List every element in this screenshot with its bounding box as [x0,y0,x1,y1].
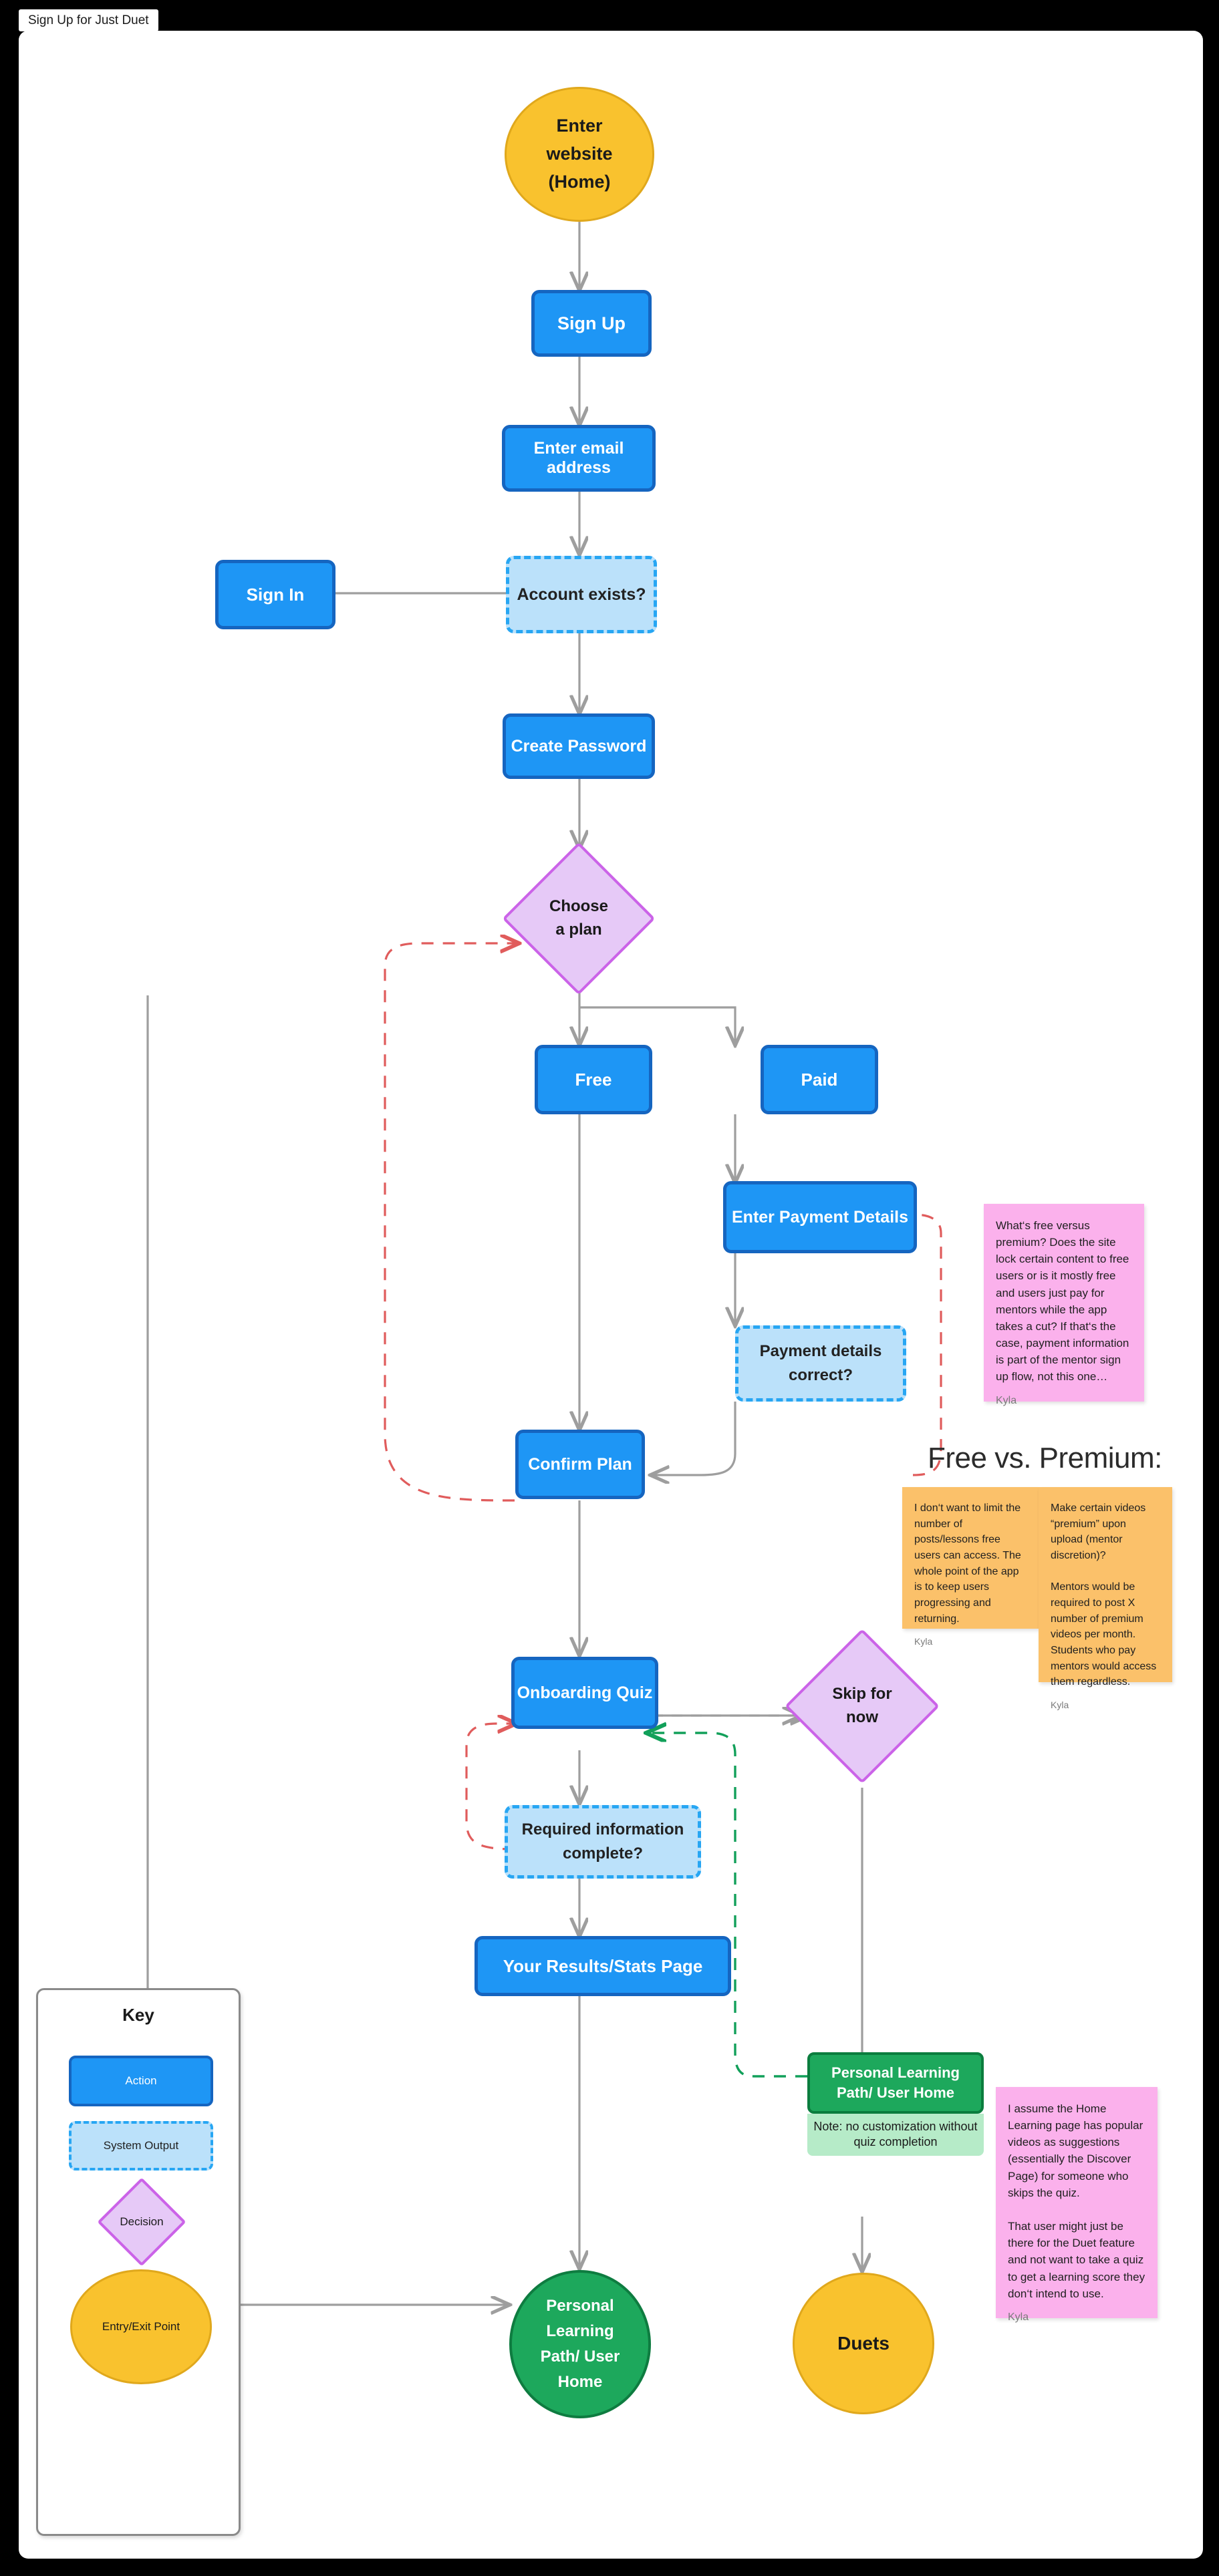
sticky-note-author: Kyla [1051,1700,1069,1711]
sticky-note-body: I assume the Home Learning page has popu… [1008,2102,1145,2300]
node-sign-in[interactable]: Sign In [215,560,335,629]
sticky-note-free-limits[interactable]: I don‘t want to limit the number of post… [902,1487,1039,1647]
legend-item-entry-exit-point-label: Entry/Exit Point [102,2320,180,2333]
connector-layer [146,220,942,2559]
node-plp-terminal[interactable]: Personal Learning Path/ User Home [509,2270,651,2418]
node-choose-a-plan-label: Choose a plan [549,897,608,939]
node-payment-details-correct[interactable]: Payment details correct? [735,1325,906,1402]
node-sign-up[interactable]: Sign Up [531,290,652,357]
sticky-note-body: I don‘t want to limit the number of post… [914,1502,1025,1625]
node-free[interactable]: Free [535,1045,652,1114]
sticky-note-body: Make certain videos “premium” upon uploa… [1051,1502,1157,1688]
sticky-note-author: Kyla [914,1636,933,1647]
sticky-note-premium-videos[interactable]: Make certain videos “premium” upon uploa… [1039,1487,1172,1710]
node-confirm-plan[interactable]: Confirm Plan [515,1430,645,1499]
legend-item-system-output-label: System Output [103,2139,179,2152]
sticky-note-author: Kyla [1008,2311,1029,2323]
sticky-note-author: Kyla [996,1394,1017,1406]
section-heading-free-vs-premium: Free vs. Premium: [928,1442,1162,1474]
node-skip-for-now-label: Skip for now [832,1685,892,1726]
legend-item-action: Action [69,2056,213,2106]
node-paid[interactable]: Paid [761,1045,878,1114]
legend-item-system-output: System Output [69,2121,213,2170]
node-plp-note: Note: no customization without quiz comp… [807,2114,984,2156]
sticky-note-premium-question[interactable]: What‘s free versus premium? Does the sit… [984,1204,1144,1406]
legend-key: Key Action System Output Decision Entry/… [36,1988,241,2536]
sticky-note-body: What‘s free versus premium? Does the sit… [996,1219,1133,1384]
node-duets[interactable]: Duets [793,2273,934,2414]
node-enter-website[interactable]: Enter website (Home) [505,87,654,222]
node-enter-email[interactable]: Enter email address [502,425,656,492]
legend-item-entry-exit-point: Entry/Exit Point [70,2269,212,2384]
node-skip-for-now[interactable]: Skip for now [785,1629,940,1784]
node-choose-a-plan[interactable]: Choose a plan [502,842,656,995]
node-account-exists[interactable]: Account exists? [506,556,657,633]
diagram-canvas: Enter website (Home) Sign Up Enter email… [19,31,1203,2559]
node-personal-learning-path-box[interactable]: Personal Learning Path/ User Home Note: … [807,2052,984,2156]
sticky-note-home-learning-assumption[interactable]: I assume the Home Learning page has popu… [996,2087,1158,2323]
legend-title: Key [122,2005,154,2025]
window-tab-title: Sign Up for Just Duet [19,9,158,31]
node-enter-payment-details[interactable]: Enter Payment Details [723,1181,917,1253]
node-create-password[interactable]: Create Password [503,713,655,779]
node-plp-header: Personal Learning Path/ User Home [807,2052,984,2114]
legend-item-decision-label: Decision [120,2215,164,2228]
node-results-stats-page[interactable]: Your Results/Stats Page [475,1936,731,1996]
legend-item-action-label: Action [125,2074,157,2087]
legend-item-decision: Decision [97,2177,186,2267]
node-required-information-complete[interactable]: Required information complete? [505,1805,701,1879]
node-onboarding-quiz[interactable]: Onboarding Quiz [511,1657,658,1729]
